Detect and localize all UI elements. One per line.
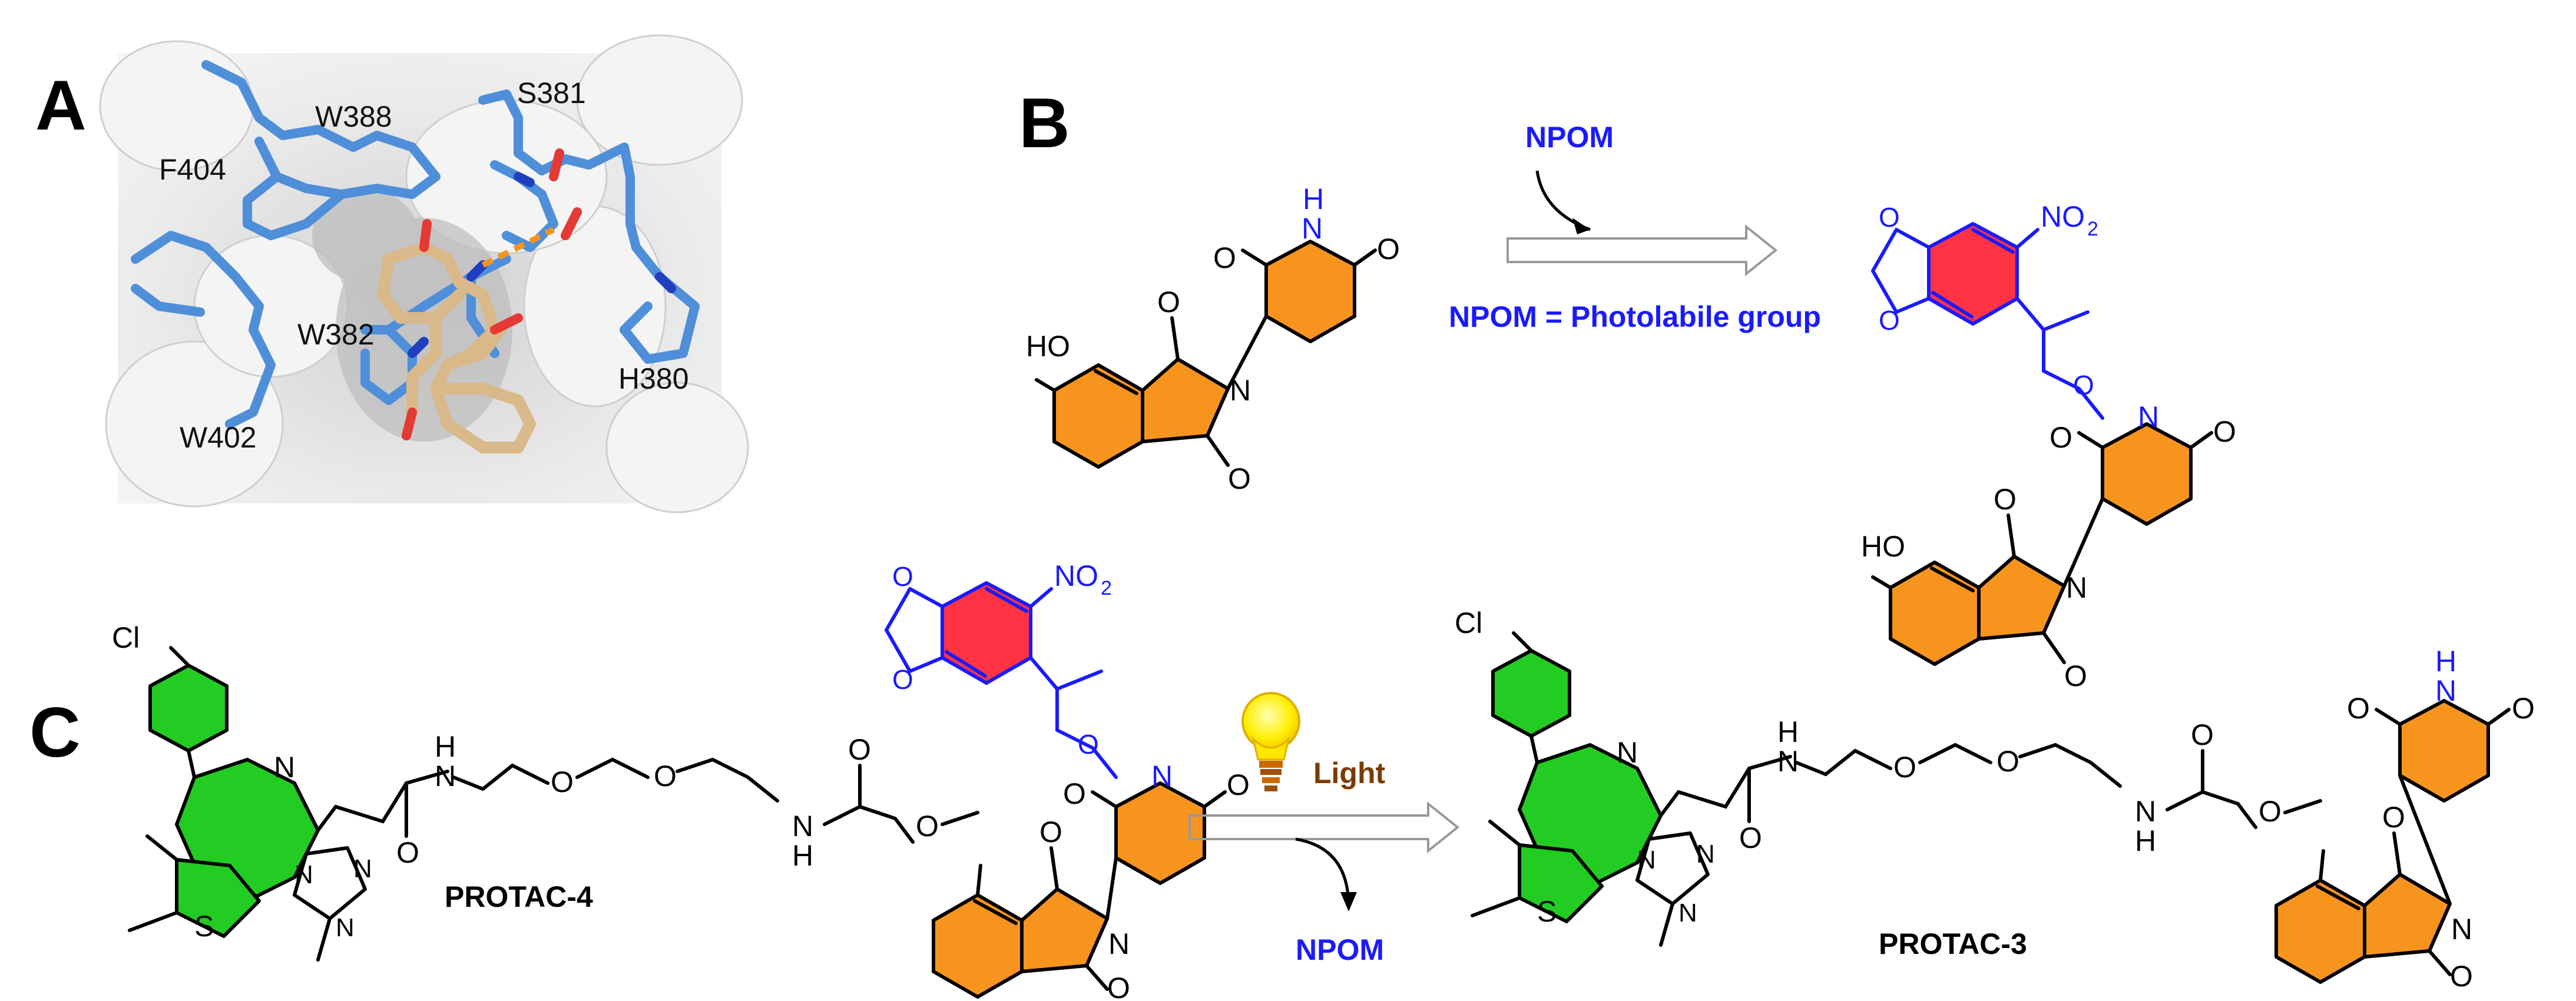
atom-label: O (2259, 795, 2282, 828)
curved-arrowhead-icon (1572, 218, 1590, 234)
released-group-label: NPOM (1296, 933, 1384, 966)
photolabile-definition: NPOM = Photolabile group (1449, 300, 1821, 333)
atom-label: N (1777, 745, 1799, 778)
curved-arrow-icon (1535, 170, 1591, 231)
atom-label: S (1537, 895, 1557, 928)
atom-label: O (1879, 202, 1900, 233)
curved-arrow-icon (1295, 837, 1350, 907)
atom-label: N (1230, 374, 1251, 407)
atom-label: N (294, 860, 313, 889)
atom-label: N (1302, 212, 1323, 245)
atom-label: O (2191, 718, 2214, 751)
reagent-label: NPOM (1525, 121, 1614, 154)
protein-pocket-image (99, 34, 749, 513)
atom-label: O (1228, 462, 1251, 495)
protac-4-structure: Cl N S N N N O H N O O N H O O O O (112, 559, 1250, 1001)
atom-label: O (1879, 305, 1900, 336)
atom-label: O (1893, 751, 1916, 784)
atom-label: O (2347, 692, 2370, 725)
atom-label: O (1157, 286, 1180, 319)
atom-label: O (1994, 483, 2017, 516)
atom-label: O (2450, 960, 2473, 993)
residue-label: F404 (159, 153, 226, 186)
atom-label: H (2135, 824, 2156, 857)
atom-label: N (2135, 795, 2156, 828)
atom-label: N (1617, 736, 1638, 769)
atom-label: HO (1861, 530, 1905, 563)
atom-label: O (2382, 801, 2405, 834)
atom-label: N (2066, 571, 2087, 604)
atom-label: N (353, 854, 372, 883)
atom-label: N (336, 913, 355, 942)
atom-label: Cl (1455, 606, 1482, 639)
atom-label: N (792, 810, 813, 843)
atom-label: H (435, 730, 456, 763)
atom-label: S (194, 910, 214, 943)
residue-label: H380 (618, 362, 689, 395)
atom-label: N (1696, 840, 1715, 869)
atom-label: N (2435, 674, 2456, 707)
reaction-arrow-icon (1188, 801, 1460, 854)
residue-label: W382 (297, 318, 375, 351)
residue-label: S381 (517, 77, 586, 110)
atom-label: N (1637, 846, 1656, 874)
atom-label: O (2512, 692, 2535, 725)
atom-label: N (2451, 913, 2472, 946)
atom-label: O (1227, 768, 1250, 801)
residue-label: W402 (180, 421, 257, 454)
atom-label: N (1151, 760, 1173, 793)
atom-label: O (1377, 233, 1400, 266)
right-compound-label: PROTAC-3 (1879, 927, 2027, 960)
atom-label: H (1777, 715, 1799, 748)
atom-label: O (654, 760, 677, 793)
protac-3-structure: Cl N S N N N O H N O O N H O O H N O O O… (1455, 606, 2535, 993)
atom-label: O (2073, 370, 2094, 400)
atom-label: O (1739, 821, 1762, 854)
atom-label: O (892, 664, 913, 695)
curved-arrowhead-icon (1340, 892, 1357, 911)
atom-label: O (1213, 241, 1236, 274)
atom-label: Cl (112, 621, 140, 654)
atom-label: O (1078, 729, 1099, 760)
atom-label: O (2049, 421, 2072, 454)
atom-label: H (2435, 645, 2456, 678)
atom-label: 2 (1101, 577, 1112, 599)
atom-label: O (848, 733, 871, 766)
atom-label: O (1039, 816, 1062, 848)
npom-thalidomide-structure: O O O NO 2 N O O HO O O N (1861, 200, 2236, 692)
atom-label: N (2138, 400, 2159, 433)
atom-label: O (1063, 777, 1086, 810)
atom-label: 2 (2087, 218, 2098, 240)
panel-c-letter: C (29, 693, 81, 772)
left-compound-label: PROTAC-4 (445, 880, 593, 913)
atom-label: O (2213, 415, 2236, 448)
atom-label: O (551, 765, 574, 798)
atom-label: H (1303, 183, 1324, 216)
atom-label: O (396, 836, 419, 869)
atom-label: N (274, 751, 295, 784)
atom-label: O (892, 561, 913, 592)
atom-label: O (916, 810, 939, 843)
atom-label: NO (1054, 559, 1098, 592)
atom-label: HO (1026, 330, 1070, 363)
atom-label: O (1996, 745, 2019, 778)
atom-label: O (2064, 659, 2087, 692)
panel-b-letter: B (1019, 84, 1070, 163)
atom-label: N (1108, 927, 1130, 960)
reaction-arrow-icon (1506, 224, 1778, 277)
atom-label: O (1107, 972, 1130, 1001)
atom-label: NO (2041, 200, 2085, 233)
light-label: Light (1313, 757, 1386, 790)
atom-label: H (792, 839, 813, 872)
light-bulb-icon (1241, 692, 1300, 791)
atom-label: N (435, 760, 456, 793)
hydroxythalidomide-structure: HO O O N O O N H (1026, 183, 1400, 495)
panel-a-letter: A (35, 66, 87, 145)
residue-label: W388 (315, 100, 392, 133)
atom-label: N (1678, 899, 1697, 927)
